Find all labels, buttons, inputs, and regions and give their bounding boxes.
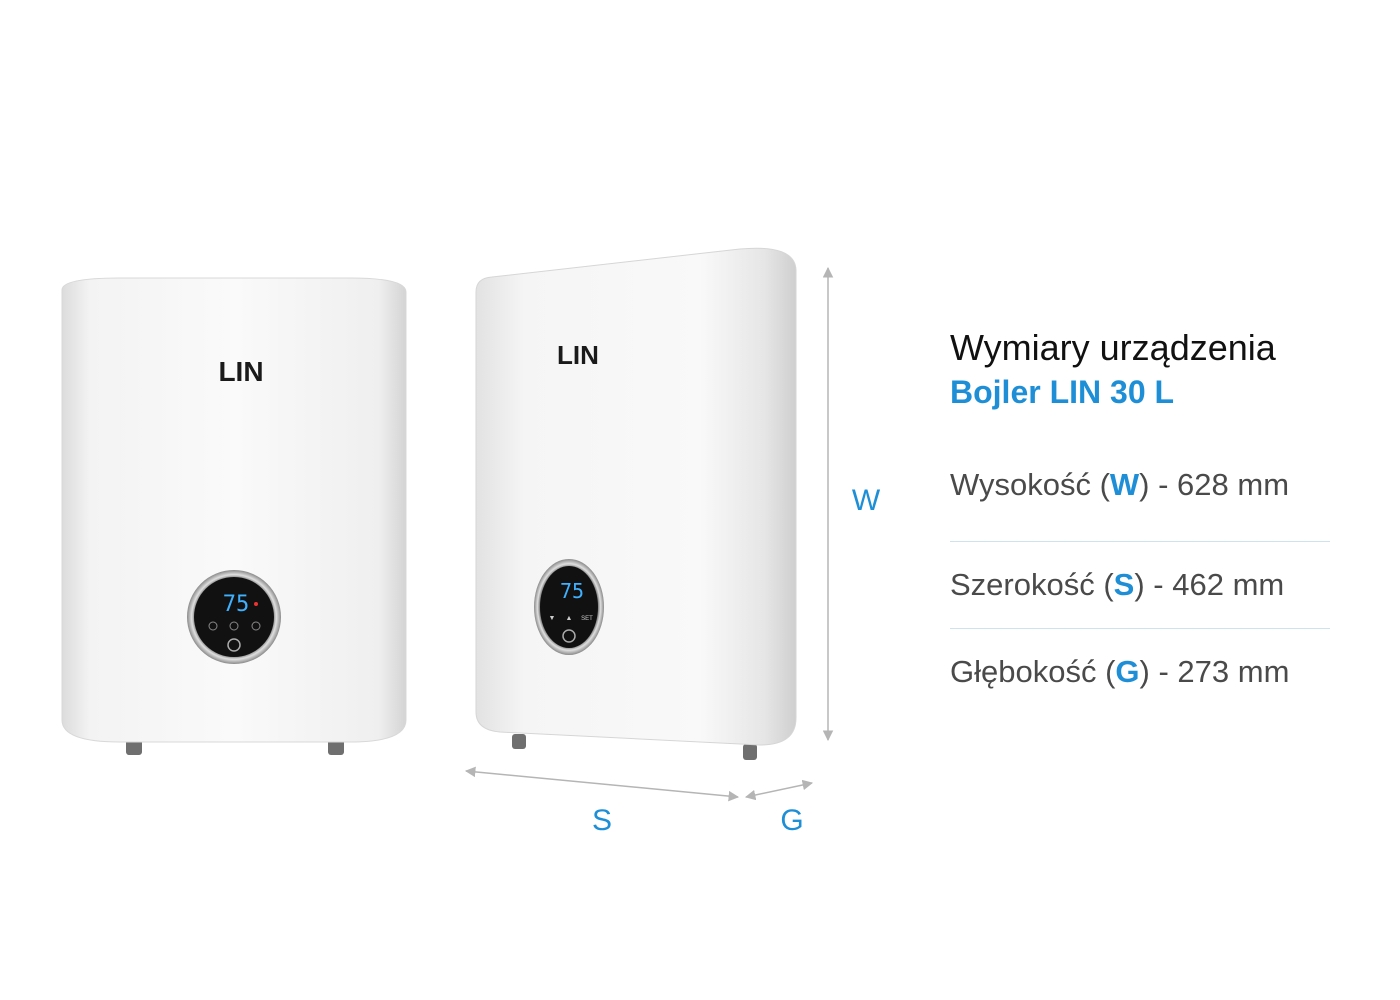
- power-icon[interactable]: [227, 638, 241, 652]
- height-label: W: [852, 484, 881, 517]
- temperature-display: 75: [560, 579, 584, 603]
- spec-letter: W: [1109, 467, 1140, 502]
- indicator-led: [254, 602, 258, 606]
- spec-letter: G: [1115, 654, 1140, 689]
- control-panel: [540, 566, 598, 648]
- spec-depth: Głębokość (G) - 273 mm: [950, 628, 1330, 715]
- spec-list: Wysokość (W) - 628 mm Szerokość (S) - 46…: [950, 454, 1330, 715]
- depth-label: G: [780, 804, 803, 837]
- pipe-right: [743, 744, 757, 760]
- spec-label: Wysokość: [950, 467, 1091, 502]
- spec-height: Wysokość (W) - 628 mm: [950, 467, 1290, 502]
- logo-front: LIN: [218, 356, 263, 387]
- depth-arrow: [744, 779, 814, 801]
- mode-button[interactable]: [251, 621, 261, 631]
- pipe-left: [512, 734, 526, 749]
- spec-value: 462 mm: [1172, 567, 1285, 602]
- power-icon[interactable]: [562, 629, 576, 643]
- product-name: Bojler LIN 30 L: [950, 374, 1175, 410]
- spec-letter: S: [1113, 567, 1135, 602]
- logo-angled: LIN: [557, 340, 599, 370]
- mode-button[interactable]: [229, 621, 239, 631]
- temperature-display: 75: [223, 592, 250, 617]
- set-button[interactable]: SET: [581, 616, 593, 622]
- spec-value: 628 mm: [1177, 467, 1290, 502]
- heater-angled-view: LIN 75 ▼ ▲ SET: [475, 247, 797, 760]
- width-label: S: [592, 804, 612, 837]
- width-arrow: [464, 766, 740, 802]
- up-button[interactable]: ▲: [566, 615, 573, 622]
- mode-button[interactable]: [208, 621, 218, 631]
- heater-front-view: LIN 75: [61, 277, 407, 755]
- spec-width: Szerokość (S) - 462 mm: [950, 541, 1330, 628]
- dimension-arrows: W S G: [464, 266, 881, 837]
- spec-label: Głębokość: [950, 654, 1097, 689]
- page-title: Wymiary urządzenia: [950, 327, 1276, 368]
- down-button[interactable]: ▼: [549, 615, 556, 622]
- spec-value: 273 mm: [1177, 654, 1290, 689]
- spec-label: Szerokość: [950, 567, 1095, 602]
- dimensions-info: Wymiary urządzenia Bojler LIN 30 L Wysok…: [950, 328, 1330, 715]
- control-panel: [194, 577, 274, 657]
